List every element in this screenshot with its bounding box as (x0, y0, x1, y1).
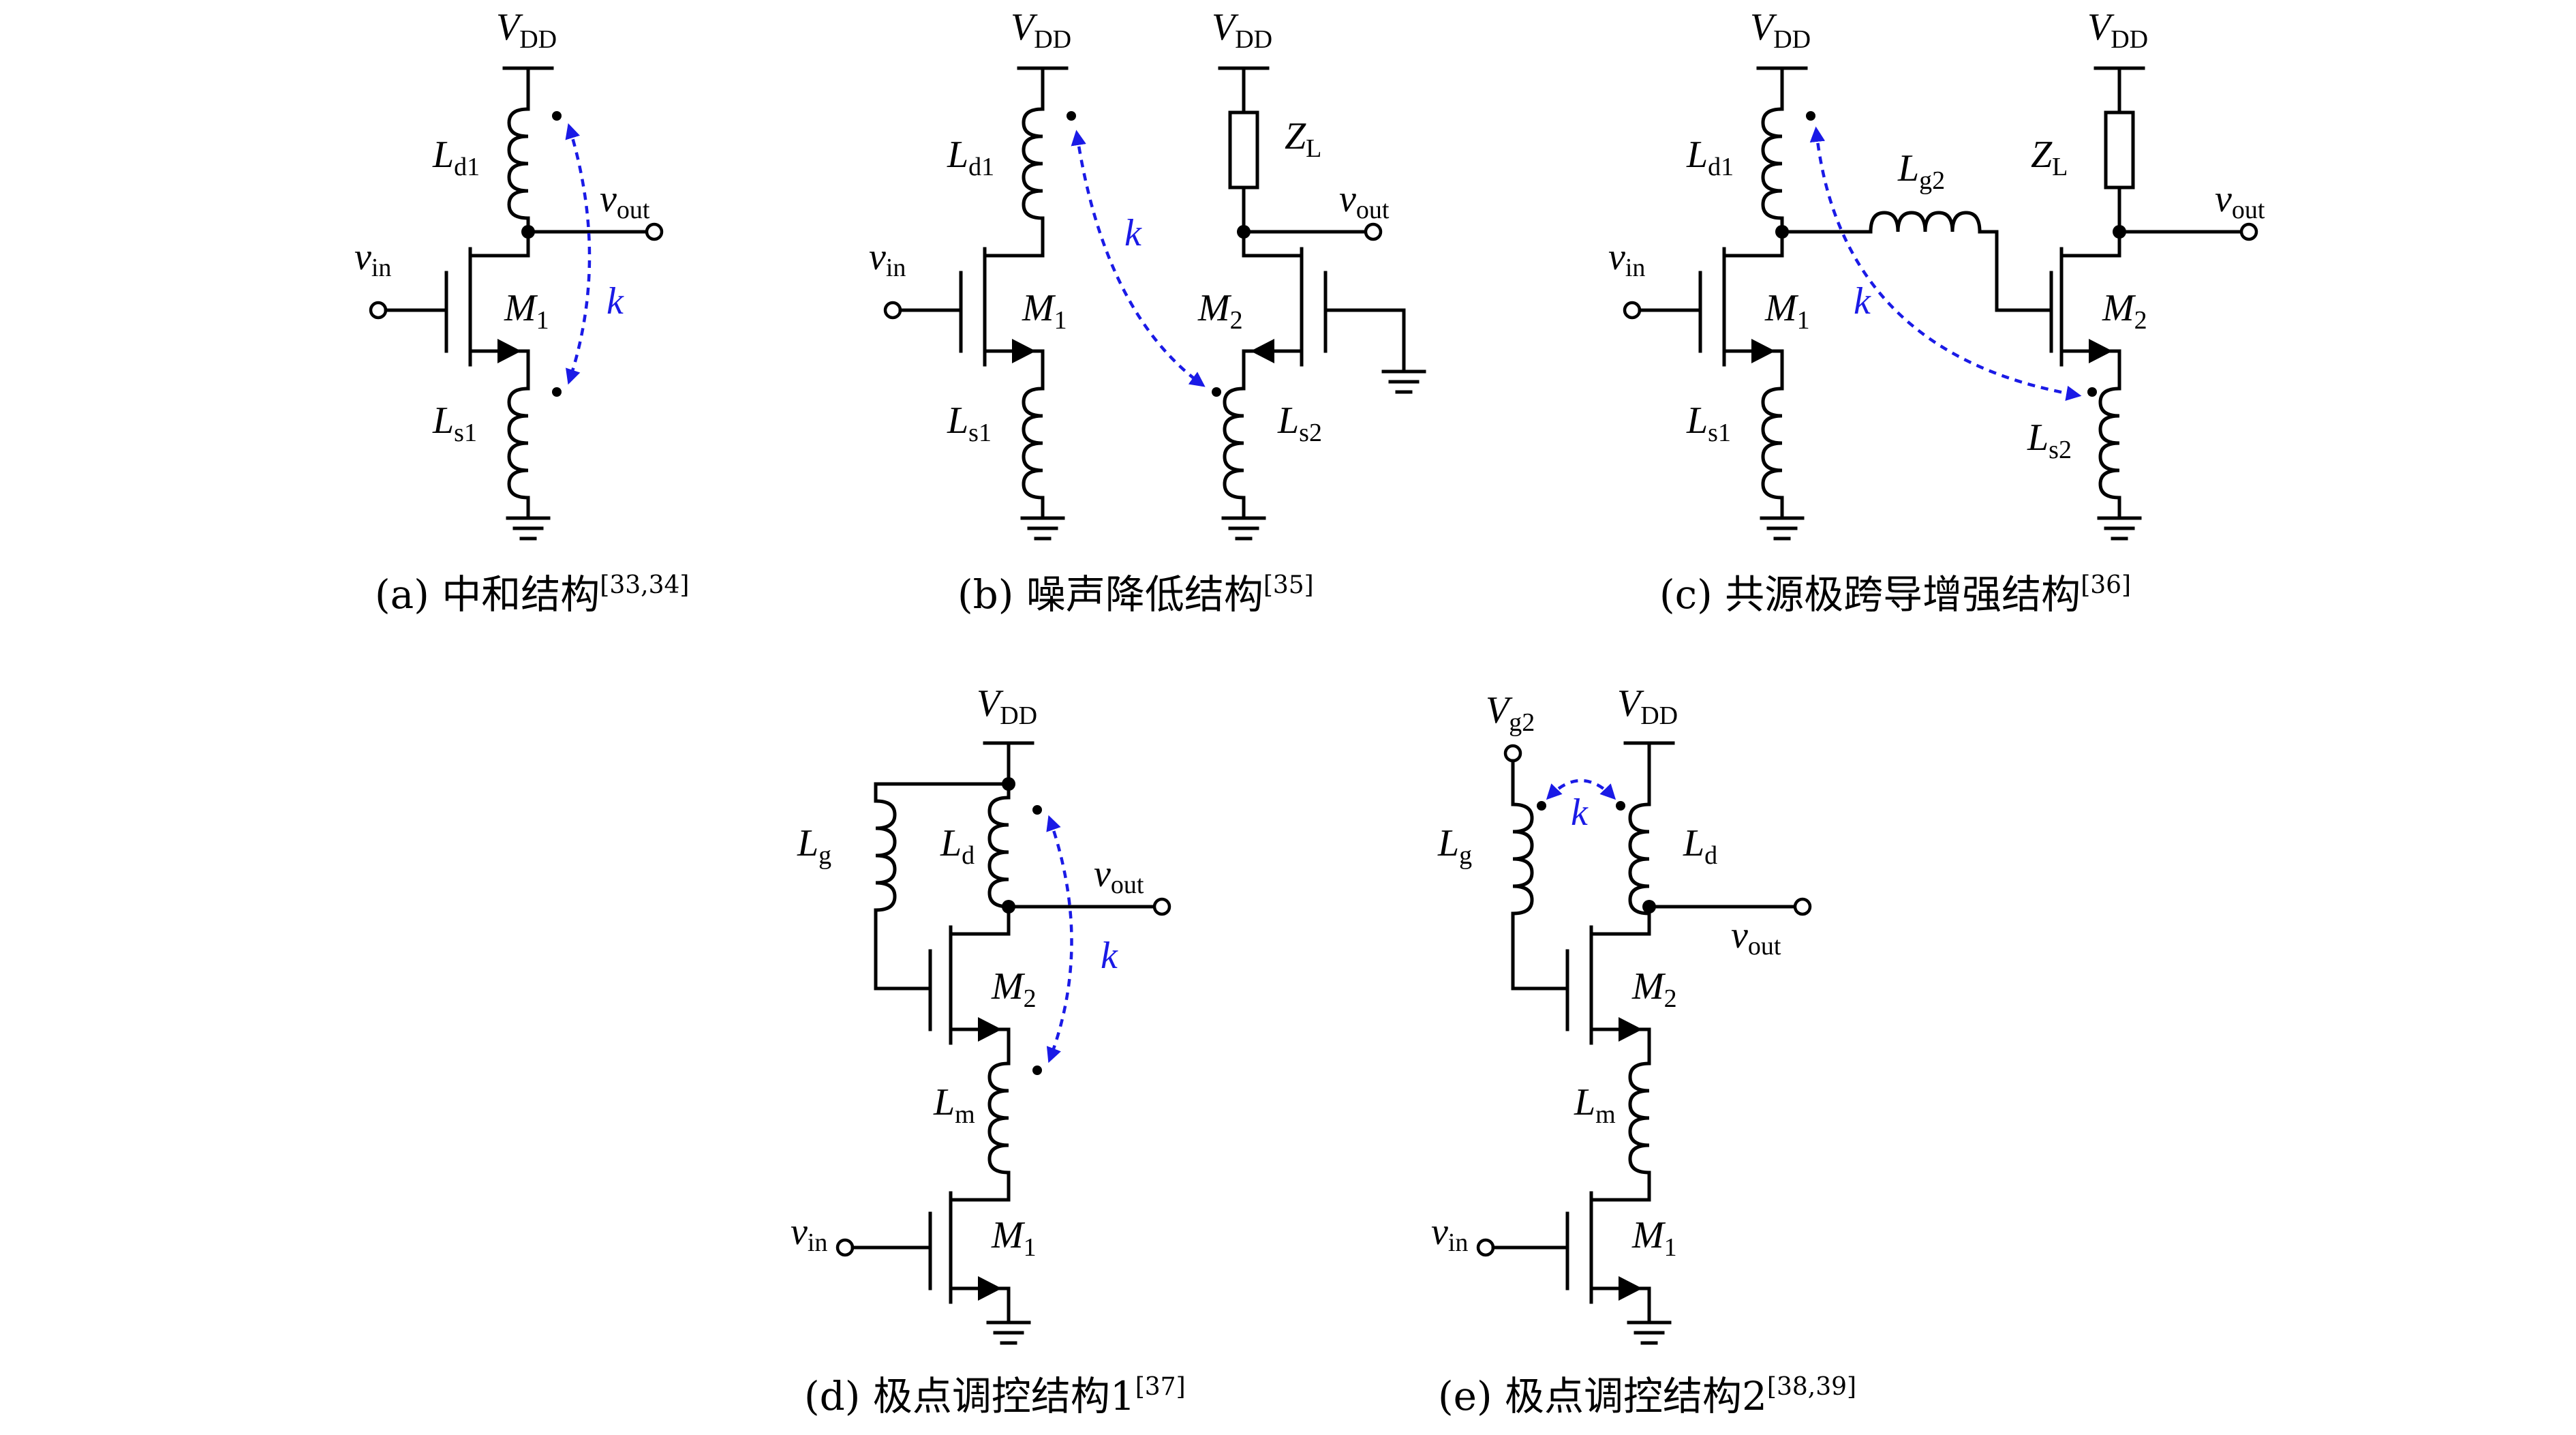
vin-label: vin (791, 1211, 827, 1257)
vout-label: vout (1094, 853, 1144, 899)
vin-label: vin (1608, 236, 1645, 282)
vdd-label: VDD (1212, 6, 1272, 54)
zl-label: ZL (1285, 115, 1321, 163)
ld-label: Ld (1683, 822, 1717, 870)
vdd-label: VDD (496, 6, 557, 54)
m2-label: M2 (1197, 287, 1243, 335)
vdd-label: VDD (1750, 6, 1811, 54)
lg2-label: Lg2 (1897, 147, 1945, 195)
vout-label: vout (600, 178, 650, 224)
caption-e: (e) 极点调控结构2[38,39] (1438, 1373, 1856, 1419)
lm-label: Lm (1574, 1081, 1616, 1129)
vin-label: vin (354, 236, 391, 282)
m2-label: M2 (2102, 287, 2147, 335)
ld1-label: Ld1 (947, 134, 994, 181)
m1-label: M1 (1022, 287, 1067, 335)
ld1-label: Ld1 (1686, 134, 1734, 181)
circuit-a: VDD Ld1 vout vin M1 k Ls1 (354, 6, 664, 541)
vout-label: vout (1731, 914, 1781, 961)
ls1-label: Ls1 (432, 399, 477, 447)
circuit-b: VDD VDD Ld1 ZL vout k vin M1 M2 Ls1 Ls2 (869, 6, 1426, 541)
circuit-e: Vg2 VDD k Lg Ld vout M2 Lm vin M1 (1431, 682, 1812, 1345)
lg-label: Lg (797, 822, 831, 870)
ls2-label: Ls2 (1277, 399, 1322, 447)
caption-c: (c) 共源极跨导增强结构[36] (1659, 571, 2131, 618)
lm-label: Lm (933, 1081, 975, 1129)
circuit-c: VDD VDD Ld1 Lg2 ZL vout vin M1 k M2 Ls1 … (1608, 6, 2265, 541)
ld1-label: Ld1 (432, 134, 480, 181)
vdd-label: VDD (2087, 6, 2148, 54)
k-label: k (1854, 280, 1871, 322)
k-label: k (1124, 212, 1142, 254)
k-label: k (1571, 791, 1589, 834)
m1-label: M1 (1764, 287, 1810, 335)
zl-label: ZL (2031, 134, 2068, 181)
ld-label: Ld (940, 822, 975, 870)
vg2-label: Vg2 (1486, 689, 1535, 737)
vin-label: vin (1431, 1211, 1468, 1257)
m2-label: M2 (991, 965, 1037, 1013)
k-label: k (607, 280, 624, 322)
m1-label: M1 (991, 1214, 1037, 1262)
ls1-label: Ls1 (1686, 399, 1731, 447)
caption-d: (d) 极点调控结构1[37] (804, 1373, 1186, 1419)
vdd-label: VDD (977, 682, 1037, 730)
vdd-label: VDD (1617, 682, 1678, 730)
vout-label: vout (1339, 178, 1390, 224)
lg-label: Lg (1437, 822, 1472, 870)
circuit-d: VDD Lg Ld vout k M2 Lm vin M1 (791, 682, 1171, 1345)
m1-label: M1 (504, 287, 549, 335)
ls1-label: Ls1 (947, 399, 992, 447)
vout-label: vout (2215, 178, 2265, 224)
m1-label: M1 (1631, 1214, 1677, 1262)
caption-b: (b) 噪声降低结构[35] (957, 571, 1314, 618)
k-label: k (1101, 935, 1118, 977)
ls2-label: Ls2 (2027, 417, 2072, 464)
caption-a: (a) 中和结构[33,34] (375, 571, 689, 618)
vin-label: vin (869, 236, 906, 282)
vdd-label: VDD (1011, 6, 1071, 54)
m2-label: M2 (1631, 965, 1677, 1013)
